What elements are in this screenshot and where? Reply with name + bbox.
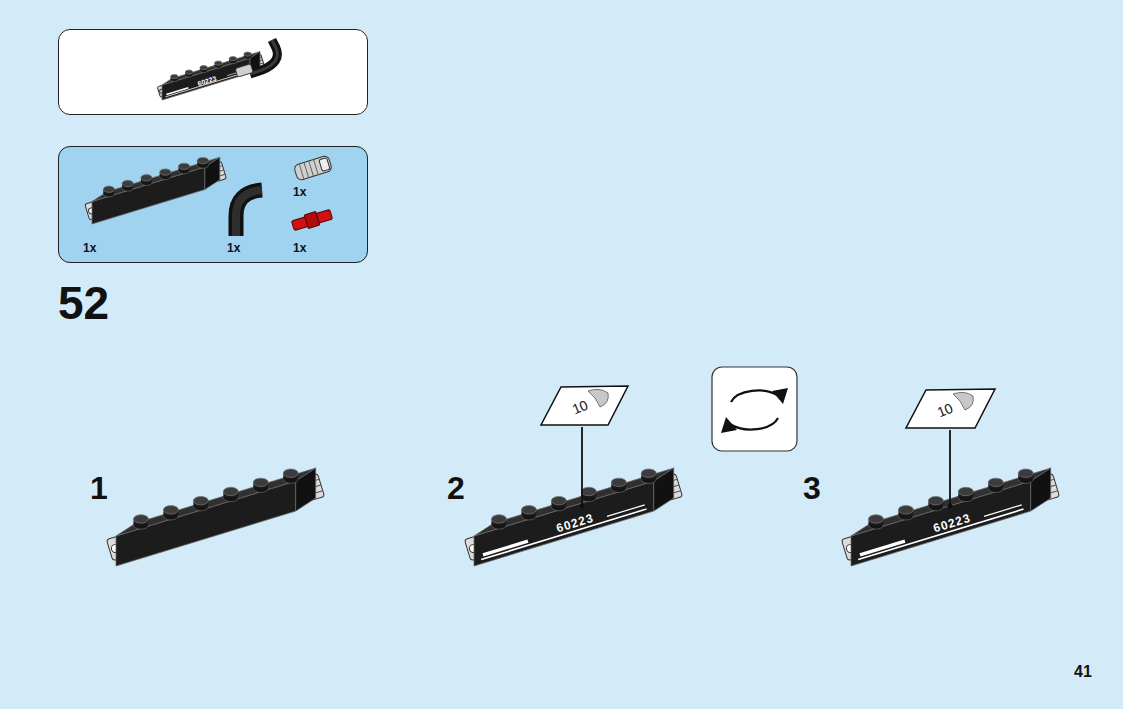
sticker-stripe bbox=[166, 88, 188, 95]
grey-connector bbox=[293, 155, 332, 181]
sticker-callout: 10 bbox=[905, 388, 997, 430]
sticker-stripe bbox=[607, 505, 645, 517]
hinge-brick bbox=[464, 468, 682, 566]
parts-list: 1x 1x 1x 1x bbox=[58, 146, 368, 263]
stud-top bbox=[215, 61, 223, 65]
pipe-body bbox=[236, 190, 262, 236]
stud-top bbox=[185, 70, 193, 74]
brick-front bbox=[92, 167, 205, 224]
brick-top bbox=[92, 157, 220, 201]
sticker-sheet bbox=[906, 389, 995, 428]
stud-top bbox=[551, 496, 566, 504]
pin-body bbox=[291, 209, 332, 230]
red-pin bbox=[291, 207, 333, 232]
arrow-head bbox=[721, 417, 737, 433]
stud-top bbox=[641, 469, 656, 477]
curved-pipe bbox=[236, 190, 262, 236]
stud-top bbox=[171, 74, 179, 78]
parts-ground bbox=[58, 146, 368, 263]
stud-top bbox=[141, 175, 152, 181]
stud-top bbox=[178, 163, 189, 169]
leader-line bbox=[949, 430, 951, 505]
connector-ridge bbox=[304, 162, 309, 177]
part-count: 1x bbox=[83, 242, 96, 254]
preview-ground bbox=[58, 29, 368, 115]
connector-ridge bbox=[314, 159, 319, 174]
connector-ridge bbox=[299, 164, 304, 179]
stud-top bbox=[581, 487, 596, 495]
peel-corner bbox=[953, 392, 973, 410]
sticker-callout: 10 bbox=[540, 385, 630, 427]
brick-end bbox=[654, 468, 674, 511]
sticker-sheet bbox=[541, 386, 628, 425]
stud-top bbox=[133, 515, 148, 523]
rotate-arrow bbox=[731, 390, 779, 402]
brick-front bbox=[851, 481, 1031, 566]
stud-top bbox=[193, 496, 208, 504]
stud-top bbox=[988, 478, 1003, 486]
substep-number: 3 bbox=[803, 472, 821, 504]
submodel-preview: 60223 bbox=[58, 29, 368, 115]
sticker-text: 60223 bbox=[197, 75, 218, 87]
stud-top bbox=[197, 157, 208, 163]
stud-top bbox=[229, 57, 237, 61]
brick-front bbox=[162, 58, 250, 100]
stud-top bbox=[521, 506, 536, 514]
brick-end bbox=[296, 468, 316, 511]
rotate-icon-box bbox=[712, 367, 797, 451]
connector-ridge bbox=[309, 161, 314, 176]
stud-top bbox=[283, 469, 298, 477]
hinge-brick bbox=[106, 468, 324, 566]
stud-top bbox=[1018, 469, 1033, 477]
stud-top bbox=[103, 186, 114, 192]
brick-top bbox=[474, 468, 674, 536]
sticker-stripe bbox=[483, 541, 528, 555]
arrow-head bbox=[772, 388, 788, 404]
substep-number: 2 bbox=[447, 472, 465, 504]
stud-top bbox=[244, 52, 252, 56]
stud-top bbox=[163, 506, 178, 514]
sticker-stripe bbox=[481, 509, 646, 560]
sticker-stripe bbox=[166, 72, 247, 97]
stud-top bbox=[223, 487, 238, 495]
step-number: 52 bbox=[58, 280, 109, 326]
part-count: 1x bbox=[293, 242, 306, 254]
stud-top bbox=[200, 65, 208, 69]
pin-collar bbox=[304, 212, 320, 229]
connector-body bbox=[293, 155, 332, 181]
sticker-stripe bbox=[858, 509, 1023, 560]
part-count: 1x bbox=[293, 186, 306, 198]
stud-top bbox=[928, 496, 943, 504]
sticker-stripe bbox=[860, 541, 905, 555]
part-count: 1x bbox=[227, 242, 240, 254]
brick-front bbox=[474, 481, 654, 566]
rotate-arrow bbox=[730, 418, 778, 430]
stud-top bbox=[491, 515, 506, 523]
stud-top bbox=[160, 169, 171, 175]
page-number: 41 bbox=[1074, 664, 1092, 680]
stud-top bbox=[611, 478, 626, 486]
stud-top bbox=[898, 506, 913, 514]
peel-corner bbox=[588, 389, 608, 407]
hinge-brick bbox=[157, 52, 264, 100]
stud-top bbox=[122, 180, 133, 186]
leader-dot bbox=[948, 504, 953, 509]
hinge-brick bbox=[85, 157, 227, 224]
grey-connector bbox=[235, 64, 253, 77]
pipe-highlight bbox=[250, 40, 277, 74]
leader-line bbox=[581, 427, 583, 505]
substep-number: 1 bbox=[90, 472, 108, 504]
brick-front bbox=[116, 481, 296, 566]
connector-end bbox=[319, 158, 330, 172]
stud-top bbox=[868, 515, 883, 523]
stud-top bbox=[253, 478, 268, 486]
brick-end bbox=[1031, 468, 1051, 511]
leader-dot bbox=[580, 504, 585, 509]
sticker-stripe bbox=[984, 505, 1022, 517]
brick-top bbox=[116, 468, 316, 536]
curved-pipe bbox=[250, 40, 277, 74]
stud-top bbox=[958, 487, 973, 495]
